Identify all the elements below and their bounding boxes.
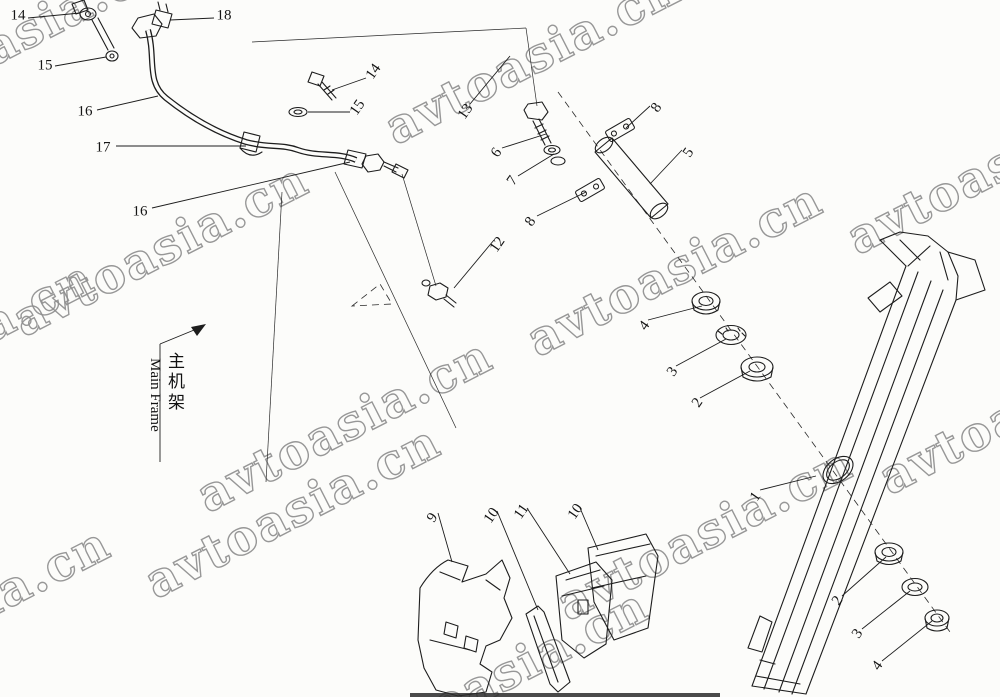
- hose-end-nut: [131, 13, 163, 39]
- pin-5: [594, 136, 669, 220]
- frame-hole: [822, 455, 854, 485]
- spring-washer-7: [550, 156, 566, 166]
- clamp-plate-8-bottom: [575, 177, 605, 203]
- bushing-2-right: [874, 542, 904, 566]
- part-callout-16: 16: [132, 203, 148, 220]
- clamp-plate-8-top: [605, 117, 635, 143]
- washer-6: [543, 144, 561, 156]
- bushing-4: [691, 291, 721, 315]
- washer-3: [715, 324, 747, 346]
- hose-clamp-17: [239, 131, 261, 153]
- coupling-nut-16: [361, 153, 385, 173]
- part-callout-17: 17: [95, 139, 111, 156]
- part-callout-18: 18: [216, 7, 232, 24]
- leader-lines: [27, 12, 933, 662]
- watermark-text: avtoasia.cn: [870, 309, 1000, 506]
- bolt-14-head: [307, 71, 325, 87]
- banjo-eye-top: [79, 7, 97, 21]
- washer-15: [288, 106, 308, 118]
- banjo-bolt-head: [71, 0, 89, 15]
- part-callout-16: 16: [77, 103, 93, 120]
- fitting-12: [421, 279, 457, 308]
- coupling-tip: [391, 163, 409, 179]
- bushing-4-right: [924, 609, 950, 632]
- watermark-text: avtoasia.cn: [0, 515, 120, 697]
- watermark-text: avtoasia.cn: [0, 249, 104, 446]
- bracket-11: [555, 561, 613, 659]
- main-frame-label-en: Main Frame: [147, 358, 163, 432]
- part-callout-14: 14: [10, 7, 26, 24]
- construction-lines: [251, 27, 951, 633]
- main-frame-arrow: [159, 324, 206, 462]
- fitting-18: [151, 9, 173, 29]
- bolt-13-head: [523, 101, 549, 121]
- main-frame-label-cn: 主机架: [168, 352, 185, 413]
- plate-10-left: [525, 605, 571, 693]
- scan-edge: [410, 693, 720, 697]
- bushing-2: [740, 356, 774, 382]
- part-callout-15: 15: [37, 57, 53, 74]
- center-axis-line: [557, 91, 951, 633]
- banjo-eye-lower: [105, 50, 119, 62]
- watermark-text: avtoasia.cn: [518, 171, 832, 368]
- bolt-13-group: [523, 101, 566, 166]
- watermark-text: avtoasia.cn: [838, 69, 1000, 266]
- washer-3-right: [901, 577, 929, 597]
- hose-assembly: [71, 0, 409, 179]
- hose-coupling: [343, 149, 367, 169]
- plate-10-right: [587, 533, 659, 641]
- main-frame-part-1: [747, 231, 986, 695]
